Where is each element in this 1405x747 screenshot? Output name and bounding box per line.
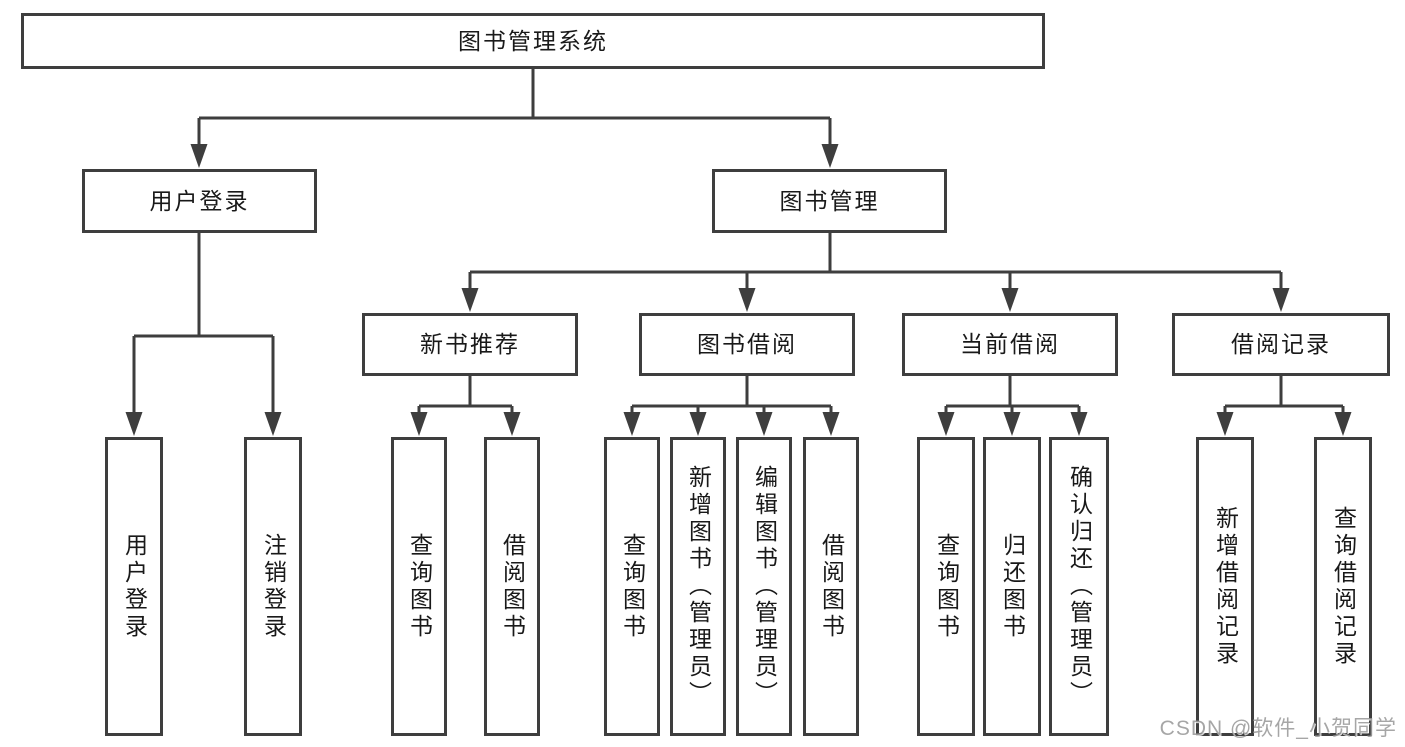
- leaf-query-borrow-record: 查询借阅记录: [1314, 437, 1372, 736]
- node-book-management: 图书管理: [712, 169, 947, 233]
- leaf-borrow-book-recommend: 借阅图书: [484, 437, 540, 736]
- leaf-query-book-recommend: 查询图书: [391, 437, 447, 736]
- leaf-confirm-return-admin: 确认归还（管理员）: [1049, 437, 1109, 736]
- leaf-borrow-book: 借阅图书: [803, 437, 859, 736]
- csdn-watermark: CSDN @软件_小贺同学: [1159, 717, 1397, 740]
- leaf-query-book-current: 查询图书: [917, 437, 975, 736]
- leaf-logout: 注销登录: [244, 437, 302, 736]
- node-user-login: 用户登录: [82, 169, 317, 233]
- leaf-query-book-borrowing: 查询图书: [604, 437, 660, 736]
- node-current-borrowing: 当前借阅: [902, 313, 1118, 376]
- leaf-return-book: 归还图书: [983, 437, 1041, 736]
- leaf-edit-book-admin: 编辑图书（管理员）: [736, 437, 792, 736]
- node-borrow-records: 借阅记录: [1172, 313, 1390, 376]
- node-new-book-recommend: 新书推荐: [362, 313, 578, 376]
- node-book-borrowing: 图书借阅: [639, 313, 855, 376]
- leaf-add-book-admin: 新增图书（管理员）: [670, 437, 726, 736]
- node-library-management-system: 图书管理系统: [21, 13, 1045, 69]
- leaf-user-login: 用户登录: [105, 437, 163, 736]
- leaf-add-borrow-record: 新增借阅记录: [1196, 437, 1254, 736]
